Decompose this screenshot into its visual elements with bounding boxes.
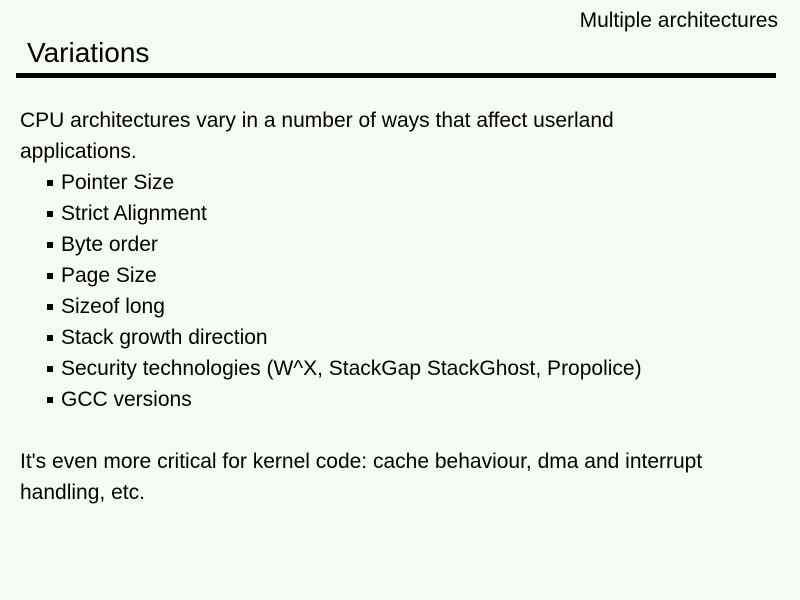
bullet-list: Pointer Size Strict Alignment Byte order…: [20, 167, 790, 415]
list-item: Security technologies (W^X, StackGap Sta…: [20, 353, 790, 384]
bullet-label: GCC versions: [61, 388, 192, 411]
list-item: GCC versions: [20, 384, 790, 415]
bullet-label: Strict Alignment: [61, 202, 207, 225]
bullet-square-icon: [47, 335, 53, 341]
bullet-label: Sizeof long: [61, 295, 165, 318]
list-item: Byte order: [20, 229, 790, 260]
list-item: Sizeof long: [20, 291, 790, 322]
intro-paragraph: CPU architectures vary in a number of wa…: [20, 105, 790, 167]
title-underline-rule: [16, 73, 776, 78]
list-item: Strict Alignment: [20, 198, 790, 229]
bullet-square-icon: [47, 242, 53, 248]
bullet-square-icon: [47, 397, 53, 403]
slide-content: CPU architectures vary in a number of wa…: [20, 105, 790, 508]
bullet-square-icon: [47, 366, 53, 372]
bullet-label: Byte order: [61, 233, 158, 256]
outro-line-2: handling, etc.: [20, 481, 145, 504]
list-item: Pointer Size: [20, 167, 790, 198]
intro-line-1: CPU architectures vary in a number of wa…: [20, 109, 614, 132]
list-item: Stack growth direction: [20, 322, 790, 353]
bullet-label: Page Size: [61, 264, 157, 287]
bullet-label: Pointer Size: [61, 171, 175, 194]
bullet-square-icon: [47, 211, 53, 217]
outro-paragraph: It's even more critical for kernel code:…: [20, 446, 790, 508]
bullet-square-icon: [47, 273, 53, 279]
outro-line-1: It's even more critical for kernel code:…: [20, 450, 703, 473]
page-title: Variations: [27, 37, 150, 68]
bullet-square-icon: [47, 304, 53, 310]
bullet-label: Stack growth direction: [61, 326, 268, 349]
bullet-label: Security technologies (W^X, StackGap Sta…: [61, 357, 642, 380]
intro-line-2: applications.: [20, 140, 137, 163]
slide-header-label: Multiple architectures: [579, 9, 778, 32]
list-item: Page Size: [20, 260, 790, 291]
bullet-square-icon: [47, 180, 53, 186]
